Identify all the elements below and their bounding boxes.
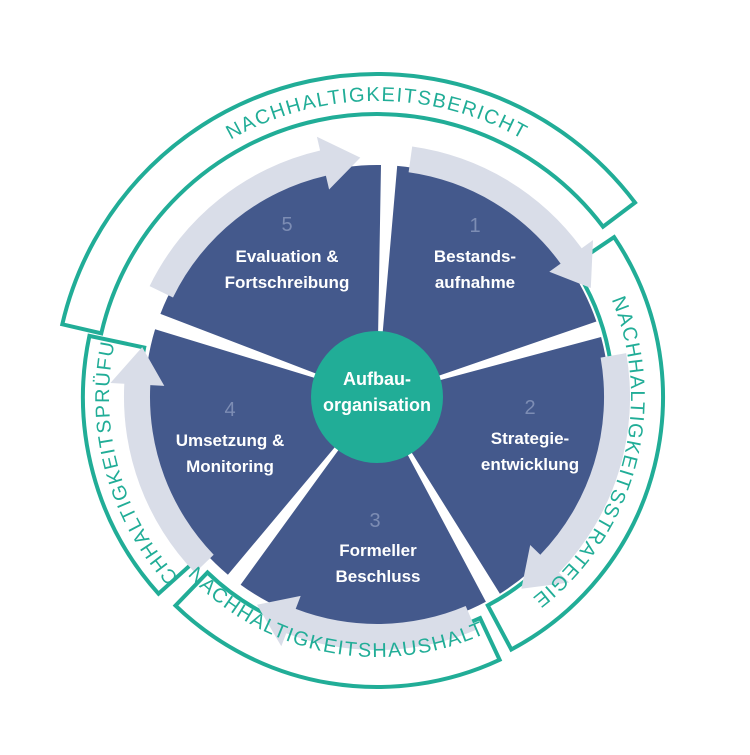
segment-3-title-line-2: Beschluss (335, 567, 420, 586)
segment-4-title-line-1: Umsetzung & (176, 431, 285, 450)
segment-number-4: 4 (224, 399, 235, 421)
segment-4-title-line-2: Monitoring (186, 457, 274, 476)
segment-1-title-line-1: Bestands- (434, 247, 516, 266)
cycle-arrow-1 (408, 146, 593, 288)
outer-band-bericht (59, 71, 638, 336)
segment-formeller-beschluss (240, 443, 486, 629)
center-title-line-2: organisation (323, 395, 431, 415)
cycle-arrow-3 (257, 595, 476, 651)
segments (144, 164, 609, 629)
segment-number-5: 5 (281, 214, 292, 236)
cycle-arrow-2 (521, 353, 631, 589)
segment-2-title-line-2: entwicklung (481, 455, 579, 474)
segment-3-title-line-1: Formeller (339, 541, 417, 560)
segment-5-title-line-1: Evaluation & (236, 247, 339, 266)
segment-5-title-line-2: Fortschreibung (225, 273, 350, 292)
center-title-line-1: Aufbau- (343, 369, 411, 389)
center-circle (311, 331, 443, 463)
segment-number-2: 2 (524, 397, 535, 419)
cycle-arrow-4 (110, 347, 214, 573)
segment-bestandsaufnahme (382, 165, 597, 379)
segment-number-1: 1 (469, 215, 480, 237)
cycle-arrow-5 (149, 136, 361, 298)
segment-umsetzung-monitoring (144, 329, 340, 575)
cycle-arrows (110, 136, 631, 651)
segment-number-3: 3 (369, 510, 380, 532)
segment-1-title-line-2: aufnahme (435, 273, 515, 292)
segment-strategieentwicklung (407, 337, 609, 594)
segment-evaluation-fortschreibung (160, 164, 381, 377)
segment-2-title-line-1: Strategie- (491, 429, 569, 448)
